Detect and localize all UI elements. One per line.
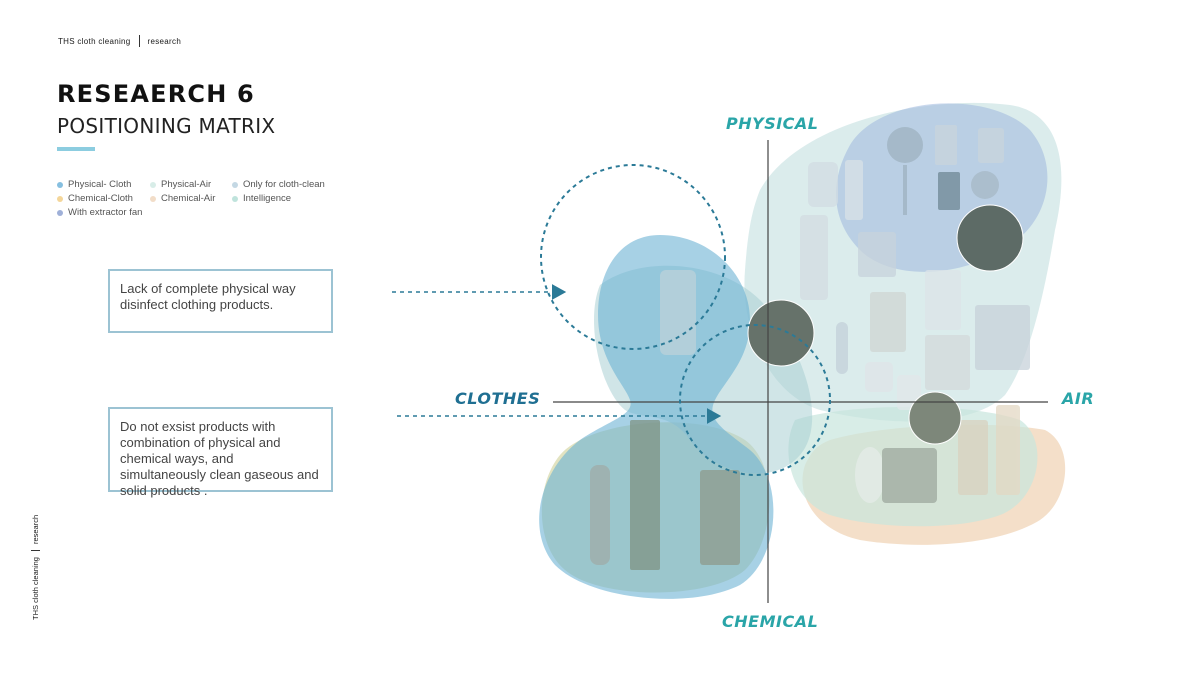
- bladeless-fan-icon: [590, 465, 610, 565]
- header-section: research: [147, 36, 182, 46]
- callout-box: Lack of complete physical way disinfect …: [108, 269, 333, 333]
- humidifier-icon: [865, 362, 893, 392]
- legend-label: Only for cloth-clean: [243, 179, 325, 190]
- clothes-sterilizer-cabinet-icon: [660, 270, 696, 355]
- legend-item: Chemical-Cloth: [57, 193, 133, 204]
- accent-bar: [57, 147, 95, 151]
- header-project: THS cloth cleaning: [58, 36, 131, 46]
- dehumidifier-icon: [925, 270, 961, 330]
- air-purifier-icon: [800, 215, 828, 300]
- axis-label-physical: PHYSICAL: [726, 114, 819, 133]
- cabinet-icon: [700, 470, 740, 565]
- legend-dot: [57, 209, 63, 216]
- header: THS cloth cleaning research: [58, 35, 181, 47]
- legend-dot: [57, 181, 63, 188]
- legend-dot: [150, 195, 156, 202]
- legend-item: Intelligence: [232, 193, 291, 204]
- legend-label: Chemical-Cloth: [68, 193, 133, 204]
- legend-item: Only for cloth-clean: [232, 179, 325, 190]
- air-purifier-icon: [996, 405, 1020, 495]
- legend-label: With extractor fan: [68, 207, 143, 218]
- legend-label: Intelligence: [243, 193, 292, 204]
- legend-label: Physical-Air: [161, 179, 212, 190]
- legend-label: Physical- Cloth: [68, 179, 132, 190]
- page-title: RESEAERCH 6: [57, 80, 255, 108]
- header-divider: [138, 35, 140, 47]
- legend-dot: [57, 195, 63, 202]
- radiator-icon: [925, 335, 970, 390]
- legend-label: Chemical-Air: [161, 193, 216, 204]
- legend-dot: [232, 195, 238, 202]
- side-footer-divider: [31, 550, 40, 552]
- desk-fan-icon: [971, 171, 999, 199]
- legend-item: Chemical-Air: [150, 193, 215, 204]
- page-subtitle: POSITIONING MATRIX: [57, 114, 276, 138]
- legend-item: Physical-Air: [150, 179, 211, 190]
- legend-item: Physical- Cloth: [57, 179, 131, 190]
- gap-highlight-circle: [679, 324, 831, 476]
- product-images: [590, 125, 1030, 570]
- legend-item: With extractor fan: [57, 207, 142, 218]
- persona-avatar: [956, 204, 1024, 272]
- axis-label-clothes: CLOTHES: [455, 389, 541, 408]
- desk-fan-icon: [887, 127, 923, 163]
- air-purifier-icon: [958, 420, 988, 495]
- axis-label-chemical: CHEMICAL: [722, 612, 819, 631]
- air-purifier-icon: [808, 162, 838, 207]
- air-purifier-icon: [938, 172, 960, 210]
- dehumidifier-icon: [858, 232, 896, 277]
- legend: Physical- Cloth Physical-Air Only for cl…: [57, 179, 357, 229]
- legend-dot: [150, 181, 156, 188]
- side-footer-section: research: [31, 514, 40, 545]
- gap-highlight-circle: [540, 164, 726, 350]
- bladeless-fan-icon: [836, 322, 848, 374]
- smartphone-app-icon: [882, 448, 937, 503]
- persona-avatar: [747, 299, 815, 367]
- desk-fan-stand: [903, 165, 907, 215]
- callout-box: Do not exsist products with combination …: [108, 407, 333, 498]
- air-purifier-icon: [978, 128, 1004, 163]
- air-purifier-icon: [975, 305, 1030, 370]
- persona-avatar: [908, 391, 962, 445]
- air-purifier-icon: [935, 125, 957, 165]
- side-footer-project: THS cloth cleaning: [31, 557, 40, 620]
- clothes-steamer-icon: [630, 420, 660, 570]
- axis-label-air: AIR: [1062, 389, 1095, 408]
- air-purifier-icon: [845, 160, 863, 220]
- legend-dot: [232, 181, 238, 188]
- dehumidifier-icon: [870, 292, 906, 352]
- side-footer: THS cloth cleaning research: [26, 498, 42, 623]
- humidifier-icon: [855, 447, 885, 503]
